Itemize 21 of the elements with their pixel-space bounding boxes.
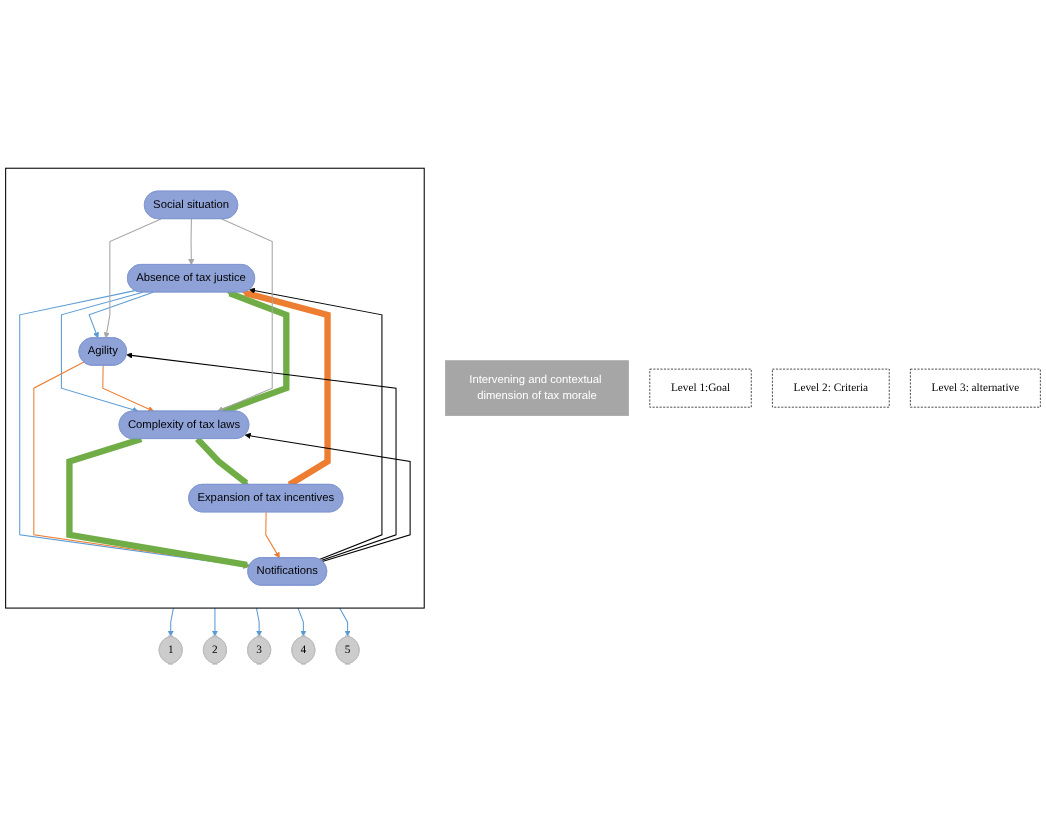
arrow <box>126 352 397 561</box>
arrow <box>217 218 273 413</box>
arrow <box>244 432 411 562</box>
arrow <box>102 365 155 412</box>
arrow <box>339 607 351 637</box>
arrow <box>221 290 290 415</box>
arrow <box>195 436 249 486</box>
arrow <box>103 218 162 339</box>
cluster <box>5 167 425 609</box>
arrow <box>265 511 280 559</box>
arrow <box>255 607 263 637</box>
arrow <box>249 287 383 560</box>
arrow <box>297 607 307 637</box>
arrow <box>88 291 154 339</box>
arrow <box>242 289 331 488</box>
arrow <box>60 291 144 413</box>
arrow <box>66 435 250 569</box>
arrow <box>211 607 219 637</box>
arrow <box>167 607 174 637</box>
arrow <box>19 290 250 569</box>
arrow <box>188 218 195 266</box>
